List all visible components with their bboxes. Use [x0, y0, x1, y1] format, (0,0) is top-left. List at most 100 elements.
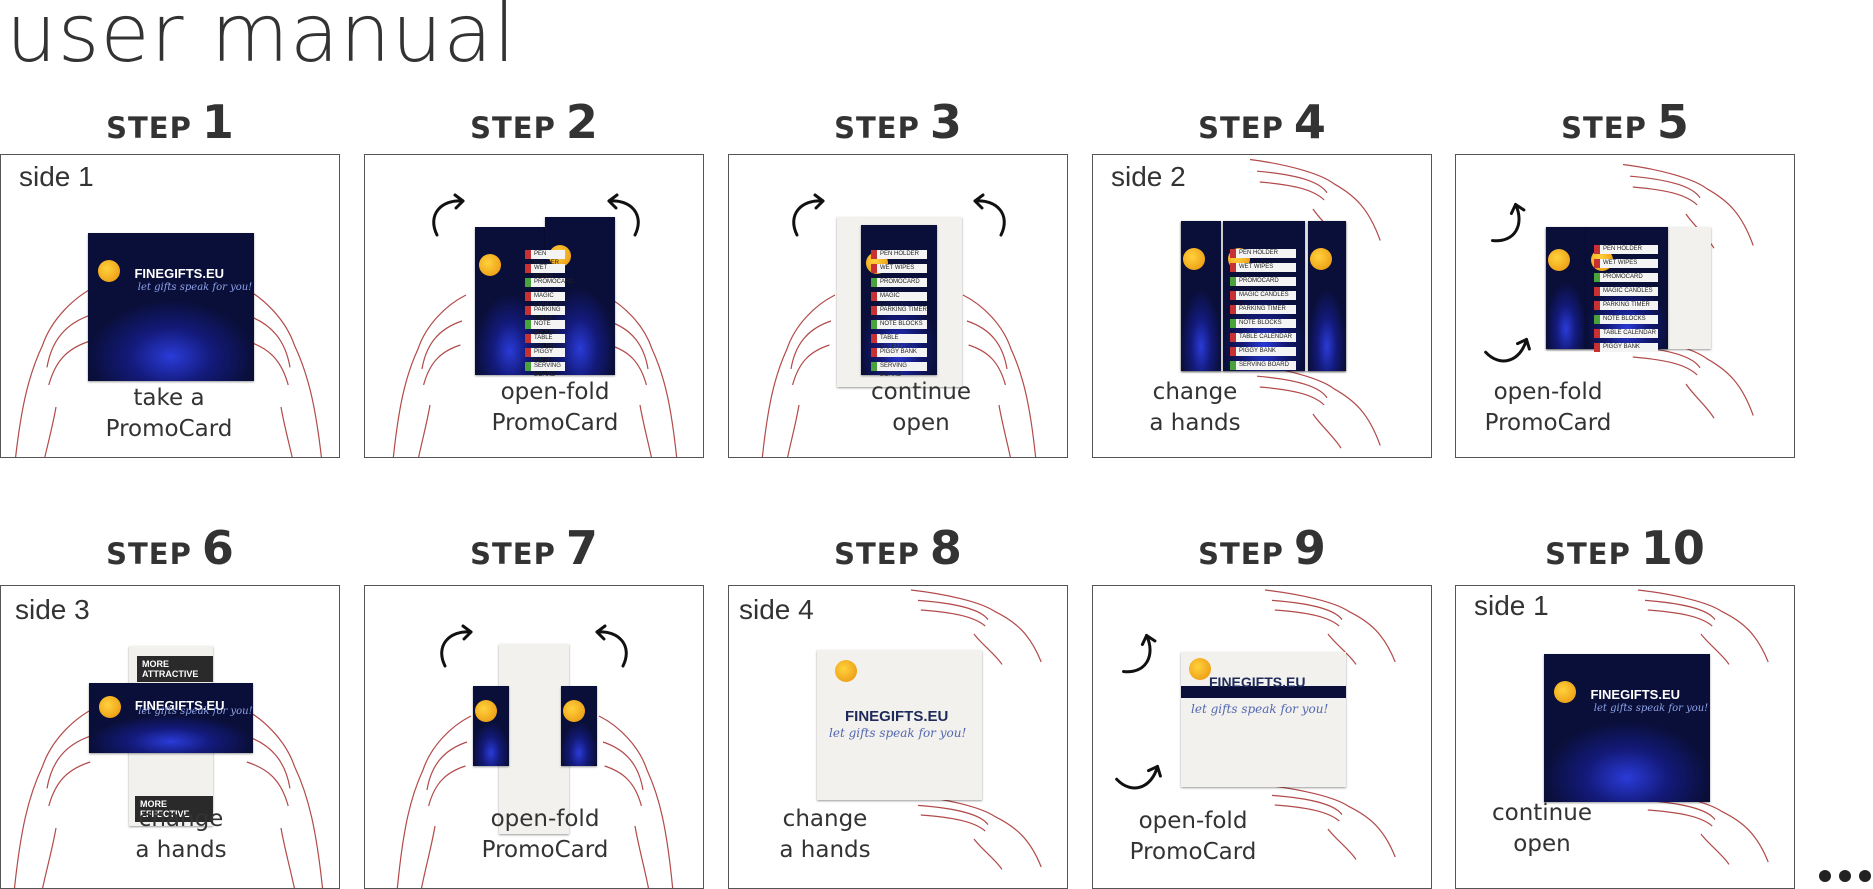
step-word: STEP	[1561, 111, 1647, 145]
step-word: STEP	[1545, 537, 1631, 571]
step-number: 3	[929, 95, 962, 149]
rotate-arrow-icon	[440, 624, 473, 668]
card-brand: FINEGIFTS.EU	[134, 265, 225, 281]
step-number: 4	[1293, 95, 1326, 149]
step-caption: open-fold PromoCard	[465, 804, 625, 866]
caption-line-1: take a	[133, 385, 205, 411]
step-number: 1	[201, 95, 234, 149]
rotate-arrow-icon	[595, 624, 628, 668]
side-label: side 2	[1111, 161, 1186, 192]
product-strip: PARKING TIMER	[871, 306, 927, 315]
caption-line-1: open-fold	[500, 379, 610, 405]
side-label: side 3	[15, 594, 90, 625]
rotate-arrow-icon	[1115, 764, 1162, 790]
step-caption: open-fold PromoCard	[475, 377, 635, 439]
step-caption: change a hands	[101, 804, 261, 866]
side-label: side 4	[739, 594, 814, 625]
side-label: side 1	[1474, 590, 1549, 621]
step-heading: STEP 1	[0, 95, 340, 149]
product-strip: TABLE CALENDAR	[1230, 333, 1296, 342]
card-tagline: let gifts speak for you!	[1191, 702, 1329, 716]
hand-illustration	[13, 706, 97, 888]
product-strip: PIGGY BANK	[1230, 347, 1296, 356]
product-strip: PEN HOLDER	[525, 250, 565, 266]
product-strip: MAGIC CANDLES	[1594, 287, 1658, 296]
card-brand: FINEGIFTS.EU	[1590, 686, 1681, 702]
promo-card: FINEGIFTS.EU let gifts speak for you!	[88, 233, 254, 381]
product-strip: PARKING TIMER	[1594, 301, 1658, 310]
card-tagline: let gifts speak for you!	[829, 726, 967, 740]
step-number: 8	[929, 521, 962, 575]
caption-line-2: a hands	[779, 837, 871, 863]
product-strip: TABLE CALENDAR	[1594, 329, 1658, 338]
product-strip: SERVING BOARD	[871, 362, 927, 378]
product-strip: PEN HOLDER	[1594, 245, 1658, 254]
step-caption: continue open	[841, 377, 1001, 439]
step-word: STEP	[106, 537, 192, 571]
product-strip: PARKING TIMER	[525, 306, 565, 322]
product-strip: MAGIC CANDLES	[871, 292, 927, 308]
page-title: user manual	[6, 0, 517, 80]
caption-line-2: PromoCard	[105, 416, 233, 442]
caption-line-1: change	[1152, 379, 1238, 405]
card-tagline: let gifts speak for you!	[137, 281, 253, 293]
step-word: STEP	[470, 537, 556, 571]
step-panel-1: FINEGIFTS.EU let gifts speak for you! si…	[0, 154, 340, 458]
product-strip: WET WIPES	[871, 264, 927, 273]
step-word: STEP	[106, 111, 192, 145]
more-dots-icon	[1819, 870, 1871, 882]
product-strip: PROMOCARD	[1594, 273, 1658, 282]
more-effective-label: MORE EFFECTIVE	[135, 796, 213, 822]
product-strip: NOTE BLOCKS	[525, 320, 565, 336]
brand-logo-icon	[479, 253, 502, 276]
hand-illustration	[910, 794, 1042, 870]
caption-line-2: a hands	[1149, 410, 1241, 436]
product-strip: PARKING TIMER	[1230, 305, 1296, 314]
rotate-arrow-icon	[1484, 337, 1531, 363]
caption-line-1: open-fold	[490, 806, 600, 832]
product-strip: PEN HOLDER	[871, 250, 927, 259]
brand-logo-icon	[98, 695, 121, 718]
card-tagline: let gifts speak for you!	[138, 706, 253, 718]
brand-logo-icon	[1548, 248, 1571, 271]
caption-line-1: change	[138, 806, 224, 832]
hand-illustration	[1264, 784, 1396, 860]
product-strip: NOTE BLOCKS	[871, 320, 927, 329]
product-strip: PROMOCARD	[871, 278, 927, 287]
brand-logo-icon	[563, 700, 586, 723]
caption-line-2: PromoCard	[481, 837, 609, 863]
rotate-arrow-icon	[792, 193, 825, 237]
step-word: STEP	[470, 111, 556, 145]
caption-line-1: open-fold	[1138, 808, 1248, 834]
card-tagline: let gifts speak for you!	[1593, 702, 1709, 714]
step-number: 5	[1656, 95, 1689, 149]
product-strip: TABLE CALENDAR	[525, 334, 567, 350]
rotate-arrow-icon	[607, 193, 640, 237]
step-caption: open-fold PromoCard	[1113, 806, 1273, 868]
side-label: side 1	[19, 161, 94, 192]
product-strip: MAGIC CANDLES	[1230, 291, 1296, 300]
step-caption: take a PromoCard	[89, 383, 249, 445]
caption-line-1: continue	[1491, 800, 1592, 826]
caption-line-2: PromoCard	[1484, 410, 1612, 436]
step-heading: STEP 7	[364, 521, 704, 575]
product-strip: PROMOCARD	[1230, 277, 1296, 286]
step-heading: STEP 5	[1455, 95, 1795, 149]
caption-line-2: a hands	[135, 837, 227, 863]
caption-line-1: open-fold	[1493, 379, 1603, 405]
product-strip: SERVING BOARD	[525, 362, 565, 378]
step-number: 7	[565, 521, 598, 575]
caption-line-2: PromoCard	[1129, 839, 1257, 865]
step-caption: change a hands	[745, 804, 905, 866]
caption-line-1: change	[782, 806, 868, 832]
product-strip: TABLE CALENDAR	[871, 334, 927, 350]
